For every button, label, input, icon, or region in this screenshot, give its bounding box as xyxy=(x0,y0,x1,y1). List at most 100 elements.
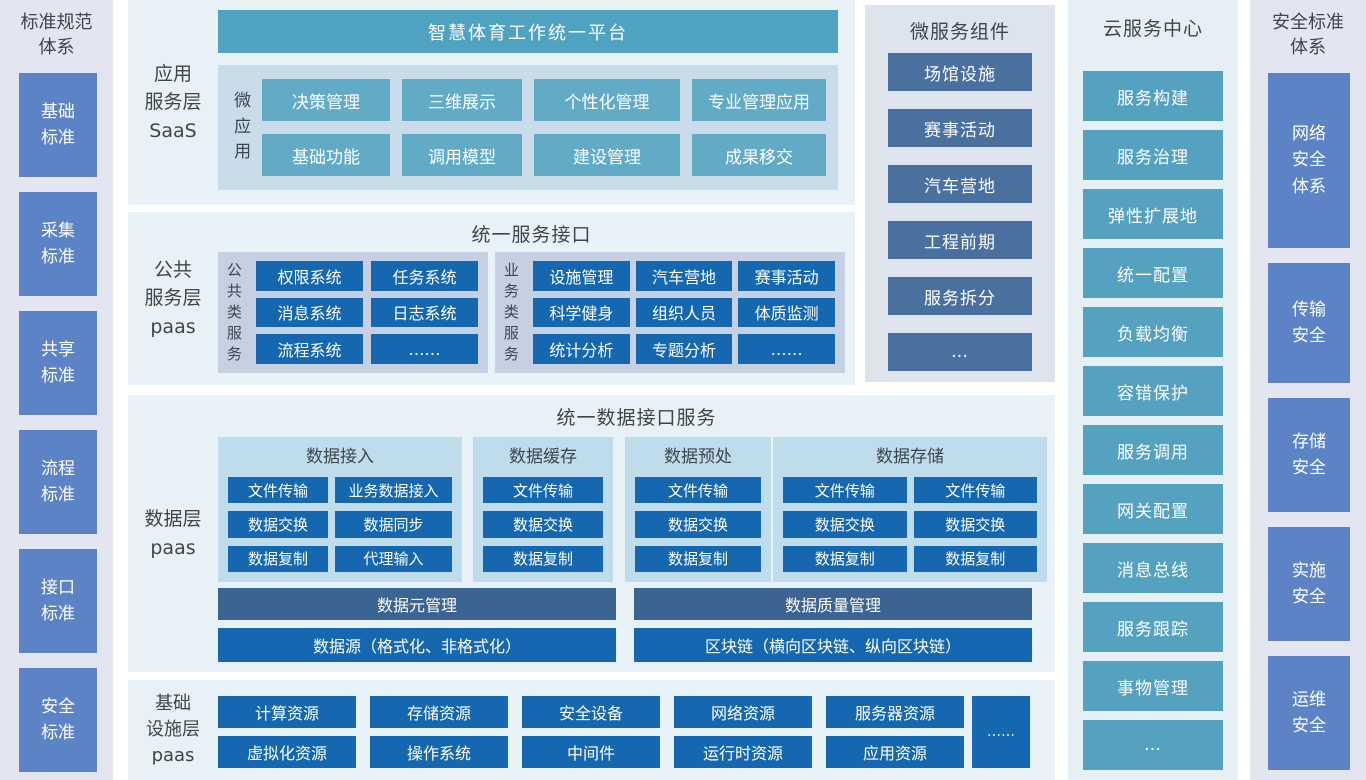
data-source-bar: 数据源（格式化、非格式化） xyxy=(218,628,616,662)
data-cache-group: 数据缓存 文件传输数据交换数据复制 xyxy=(473,437,613,582)
data-access-item: 数据交换 xyxy=(228,511,328,538)
data-preprocess-item: 数据复制 xyxy=(635,545,761,572)
layer-label-line: paas xyxy=(150,536,196,559)
business-service-item: 赛事活动 xyxy=(738,261,835,291)
data-storage-item: 数据交换 xyxy=(913,511,1037,538)
layer-label-line: 服务层 xyxy=(144,91,202,114)
micro-app-item: 决策管理 xyxy=(262,79,390,121)
micro-app-item: 基础功能 xyxy=(262,134,390,176)
public-services-panel: 公共类服务 权限系统任务系统消息系统日志系统流程系统…… xyxy=(218,252,488,373)
cloud-service-item: 负载均衡 xyxy=(1083,307,1223,357)
layer-label-line: 应用 xyxy=(153,62,192,85)
layer-label-line: 服务层 xyxy=(144,287,202,310)
cloud-service-item: 统一配置 xyxy=(1083,248,1223,298)
infra-more-button: …… xyxy=(972,696,1030,768)
data-access-grid: 文件传输业务数据接入数据交换数据同步数据复制代理输入 xyxy=(228,477,452,572)
data-preprocess-title: 数据预处 xyxy=(664,447,732,467)
data-access-item: 业务数据接入 xyxy=(335,477,452,504)
infra-resource-item: 存储资源 xyxy=(370,696,508,728)
data-preprocess-item: 文件传输 xyxy=(635,477,761,504)
data-preprocess-group: 数据预处 文件传输数据交换数据复制 xyxy=(625,437,771,582)
microservices-list: 场馆设施赛事活动汽车营地工程前期服务拆分… xyxy=(888,53,1032,371)
cloud-center-panel: 云服务中心 服务构建服务治理弹性扩展地统一配置负载均衡容错保护服务调用网关配置消… xyxy=(1068,0,1238,780)
security-item: 运维安全 xyxy=(1268,656,1350,770)
data-layer-panel: 数据层 paas 统一数据接口服务 数据接入 文件传输业务数据接入数据交换数据同… xyxy=(128,395,1055,672)
business-services-grid: 设施管理汽车营地赛事活动科学健身组织人员体质监测统计分析专题分析…… xyxy=(533,261,835,364)
business-service-item: 统计分析 xyxy=(533,334,630,364)
public-service-item: 任务系统 xyxy=(371,261,478,291)
infra-resource-item: 计算资源 xyxy=(218,696,356,728)
infra-layer-label: 基础 设施层 paas xyxy=(128,680,218,780)
data-storage-group: 数据存储 文件传输文件传输数据交换数据交换数据复制数据复制 xyxy=(773,437,1047,582)
standard-item: 接口标准 xyxy=(19,549,97,653)
public-service-layer-panel: 公共 服务层 paas 统一服务接口 公共类服务 权限系统任务系统消息系统日志系… xyxy=(128,212,855,385)
security-item: 存储安全 xyxy=(1268,398,1350,512)
cloud-service-item: … xyxy=(1083,720,1223,770)
micro-app-item: 调用模型 xyxy=(402,134,522,176)
data-storage-item: 数据复制 xyxy=(913,545,1037,572)
data-meta-management-bar: 数据元管理 xyxy=(218,588,616,620)
public-service-item: 流程系统 xyxy=(256,334,363,364)
security-sidebar: 安全标准体系 网络安全体系传输安全存储安全实施安全运维安全 xyxy=(1250,0,1366,780)
infra-resource-item: 安全设备 xyxy=(522,696,660,728)
micro-apps-grid: 决策管理三维展示个性化管理专业管理应用基础功能调用模型建设管理成果移交 xyxy=(262,79,826,176)
cloud-service-item: 网关配置 xyxy=(1083,484,1223,534)
platform-banner: 智慧体育工作统一平台 xyxy=(218,10,838,53)
cloud-service-item: 服务构建 xyxy=(1083,71,1223,121)
business-services-panel: 业务类服务 设施管理汽车营地赛事活动科学健身组织人员体质监测统计分析专题分析…… xyxy=(495,252,845,373)
data-storage-item: 数据交换 xyxy=(783,511,907,538)
public-service-item: 消息系统 xyxy=(256,297,363,328)
public-service-item: …… xyxy=(371,334,478,364)
data-cache-title: 数据缓存 xyxy=(509,447,577,467)
infra-resource-item: 应用资源 xyxy=(826,736,964,768)
saas-layer-label: 应用 服务层 SaaS xyxy=(128,0,218,205)
cloud-services-list: 服务构建服务治理弹性扩展地统一配置负载均衡容错保护服务调用网关配置消息总线服务跟… xyxy=(1083,71,1223,770)
standard-item: 流程标准 xyxy=(19,430,97,534)
business-service-item: 科学健身 xyxy=(533,297,630,328)
data-quality-management-bar: 数据质量管理 xyxy=(634,588,1032,620)
standards-list: 基础标准采集标准共享标准流程标准接口标准安全标准 xyxy=(19,73,97,772)
micro-app-item: 三维展示 xyxy=(402,79,522,121)
unified-service-interface-title: 统一服务接口 xyxy=(471,224,592,246)
layer-label-line: 设施层 xyxy=(146,718,200,740)
cloud-service-item: 事物管理 xyxy=(1083,661,1223,711)
cloud-center-title: 云服务中心 xyxy=(1102,18,1203,40)
security-sidebar-title: 安全标准体系 xyxy=(1272,12,1344,59)
standard-item: 共享标准 xyxy=(19,311,97,415)
micro-apps-panel: 微应用 决策管理三维展示个性化管理专业管理应用基础功能调用模型建设管理成果移交 xyxy=(218,65,838,190)
micro-app-item: 个性化管理 xyxy=(534,79,680,121)
data-storage-title: 数据存储 xyxy=(876,447,944,467)
data-preprocess-item: 数据交换 xyxy=(635,511,761,538)
infra-resources-row-1: 计算资源存储资源安全设备网络资源服务器资源 xyxy=(218,696,964,728)
business-service-item: 汽车营地 xyxy=(635,261,733,291)
data-access-title: 数据接入 xyxy=(306,447,374,467)
cloud-service-item: 弹性扩展地 xyxy=(1083,189,1223,239)
public-service-item: 日志系统 xyxy=(371,297,478,328)
data-layer-label: 数据层 paas xyxy=(128,395,218,672)
data-storage-item: 文件传输 xyxy=(783,477,907,504)
public-layer-label: 公共 服务层 paas xyxy=(128,212,218,385)
cloud-service-item: 服务调用 xyxy=(1083,425,1223,475)
data-cache-item: 数据交换 xyxy=(483,511,603,538)
microservice-item: 场馆设施 xyxy=(888,53,1032,91)
layer-label-line: 公共 xyxy=(153,258,192,281)
data-preprocess-grid: 文件传输数据交换数据复制 xyxy=(635,477,761,572)
cloud-service-item: 容错保护 xyxy=(1083,366,1223,416)
layer-label-line: 基础 xyxy=(155,692,191,714)
blockchain-bar: 区块链（横向区块链、纵向区块链） xyxy=(634,628,1032,662)
business-service-item: …… xyxy=(738,334,835,364)
security-item: 传输安全 xyxy=(1268,263,1350,383)
microservice-item: 赛事活动 xyxy=(888,109,1032,147)
security-item: 实施安全 xyxy=(1268,527,1350,641)
layer-label-line: SaaS xyxy=(149,119,197,142)
data-access-item: 文件传输 xyxy=(228,477,328,504)
layer-label-line: paas xyxy=(151,745,195,767)
infra-resource-item: 虚拟化资源 xyxy=(218,736,356,768)
layer-label-line: 数据层 xyxy=(144,508,202,530)
business-service-item: 体质监测 xyxy=(738,297,835,328)
data-storage-item: 文件传输 xyxy=(913,477,1037,504)
public-service-item: 权限系统 xyxy=(256,261,363,291)
data-cache-grid: 文件传输数据交换数据复制 xyxy=(483,477,603,572)
business-service-item: 专题分析 xyxy=(635,334,733,364)
